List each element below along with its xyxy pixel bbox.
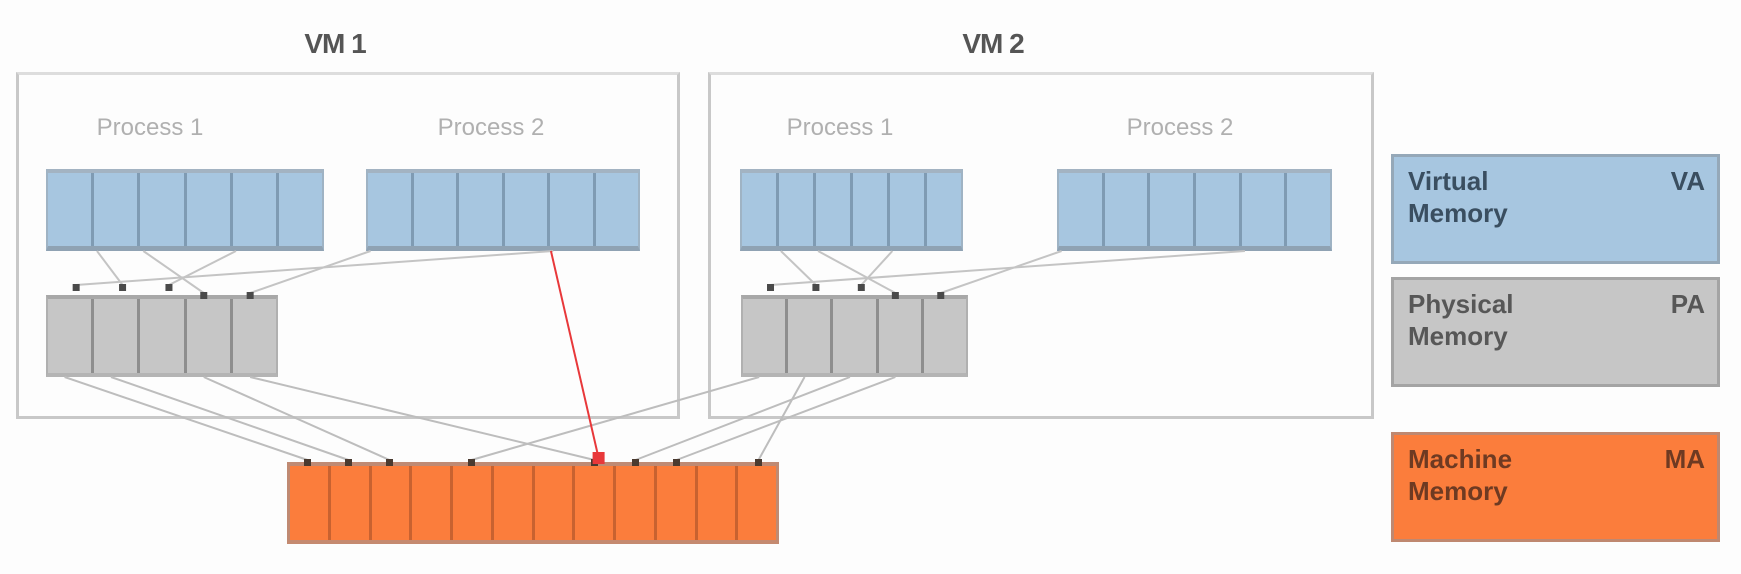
legend-ma-abbr: MA (1664, 444, 1705, 474)
virtual-page (890, 173, 927, 246)
machine-page (453, 466, 494, 540)
physical-page (233, 299, 276, 373)
machine-page (616, 466, 657, 540)
virtual-page (742, 173, 779, 246)
physical-page (833, 299, 879, 373)
vm2-box (708, 72, 1374, 419)
legend-va-abbr: VA (1670, 166, 1705, 196)
virtual-page (279, 173, 322, 246)
legend-physical-memory: Physical Memory PA (1391, 277, 1720, 387)
physical-page (94, 299, 141, 373)
machine-page (575, 466, 616, 540)
vm2-process2-virtual-memory (1057, 169, 1332, 251)
virtual-page (94, 173, 141, 246)
legend-machine-memory: Machine Memory MA (1391, 432, 1720, 542)
virtual-page (505, 173, 550, 246)
machine-page (535, 466, 576, 540)
vm1-process2-label: Process 2 (437, 114, 545, 141)
vm2-process2-label: Process 2 (1126, 114, 1234, 141)
machine-page (698, 466, 739, 540)
virtual-page (1196, 173, 1242, 246)
virtual-page (816, 173, 853, 246)
physical-page (788, 299, 834, 373)
physical-page (879, 299, 924, 373)
physical-page (187, 299, 233, 373)
virtual-page (233, 173, 279, 246)
virtual-page (779, 173, 816, 246)
virtual-page (140, 173, 187, 246)
virtual-page (1105, 173, 1151, 246)
virtual-page (368, 173, 414, 246)
virtual-page (1242, 173, 1288, 246)
vm1-process1-virtual-memory (46, 169, 324, 251)
machine-page (331, 466, 372, 540)
virtual-page (1287, 173, 1330, 246)
virtual-page (853, 173, 890, 246)
vm2-physical-memory (741, 295, 968, 377)
legend-ma-name: Machine Memory (1408, 444, 1513, 506)
machine-page (494, 466, 535, 540)
legend-pa-abbr: PA (1670, 289, 1705, 319)
physical-page (140, 299, 187, 373)
virtual-page (48, 173, 95, 246)
machine-page (738, 466, 776, 540)
virtual-page (550, 173, 596, 246)
virtual-page (596, 173, 639, 246)
virtual-page (1059, 173, 1105, 246)
virtual-page (187, 173, 233, 246)
legend-virtual-memory: Virtual Memory VA (1391, 154, 1720, 264)
virtual-page (414, 173, 459, 246)
machine-memory (287, 462, 779, 544)
legend-pa-name: Physical Memory (1408, 289, 1514, 351)
vm1-title: VM 1 (304, 28, 366, 59)
vm2-process1-virtual-memory (740, 169, 963, 251)
virtual-page (459, 173, 505, 246)
machine-page (657, 466, 698, 540)
virtual-page (1150, 173, 1197, 246)
machine-page (412, 466, 453, 540)
physical-page (924, 299, 966, 373)
vm2-process1-label: Process 1 (786, 114, 894, 141)
physical-page (48, 299, 95, 373)
virtual-page (927, 173, 961, 246)
vm2-title: VM 2 (962, 28, 1024, 59)
vm1-process2-virtual-memory (366, 169, 640, 251)
machine-page (372, 466, 413, 540)
machine-page (290, 466, 331, 540)
legend-va-name: Virtual Memory (1408, 166, 1508, 228)
vm1-physical-memory (46, 295, 278, 377)
physical-page (743, 299, 789, 373)
vm1-process1-label: Process 1 (96, 114, 204, 141)
